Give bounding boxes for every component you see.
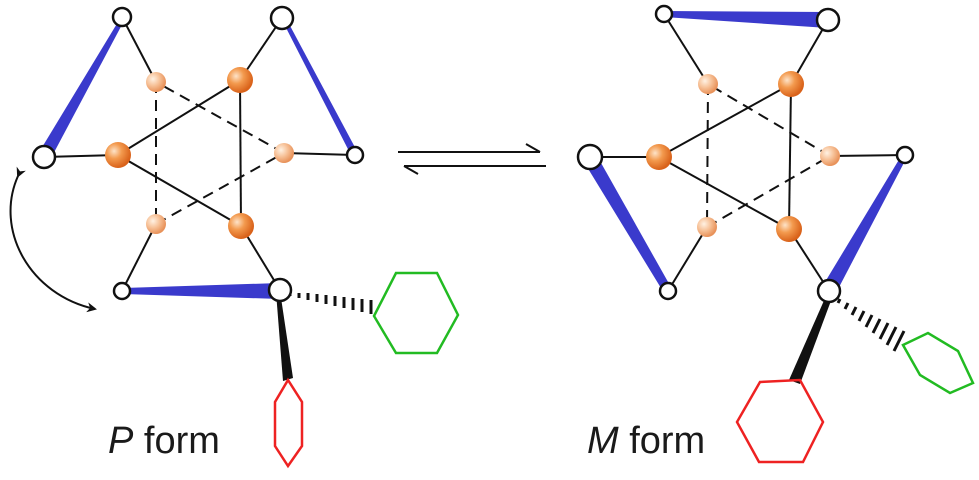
m-form-blue-wedge-top: [664, 11, 828, 28]
p-form-blue-wedge-right: [280, 16, 358, 157]
m-form-label: M form: [587, 420, 705, 463]
equilibrium-arrows-icon: [398, 143, 546, 175]
m-form-blue-wedge-left: [584, 154, 672, 293]
p-form-bonds: [43, 16, 356, 292]
p-form-structure: [9, 5, 460, 469]
p-form-letter: P: [108, 420, 134, 462]
m-form-dashed-triangle: [706, 83, 831, 228]
p-form-blue-wedge-left: [38, 17, 125, 160]
p-form-blue-wedge-bottom: [124, 283, 280, 299]
p-form-label: P form: [108, 420, 220, 463]
m-form-green-ring: [901, 331, 975, 395]
p-form-hashed-bond: [288, 292, 373, 314]
m-form-orange-spheres: [646, 71, 840, 242]
p-form-dashed-triangle: [155, 81, 285, 225]
m-form-red-ring: [735, 378, 825, 464]
p-form-green-ring: [372, 271, 460, 355]
m-form-letter: M: [587, 420, 619, 462]
m-form-white-atoms: [576, 4, 915, 304]
p-form-red-ring: [273, 377, 304, 469]
p-form-white-atoms: [31, 5, 365, 303]
m-form-structure: [576, 4, 975, 464]
m-form-hashed-bond: [836, 298, 906, 352]
p-form-word: form: [133, 420, 220, 462]
curved-double-arrow-icon: [9, 166, 97, 313]
m-form-black-wedge: [789, 296, 832, 384]
p-form-orange-spheres: [105, 67, 294, 239]
m-form-word: form: [618, 420, 706, 462]
p-form-black-wedge: [276, 291, 293, 381]
m-form-blue-wedge-right: [822, 153, 907, 293]
